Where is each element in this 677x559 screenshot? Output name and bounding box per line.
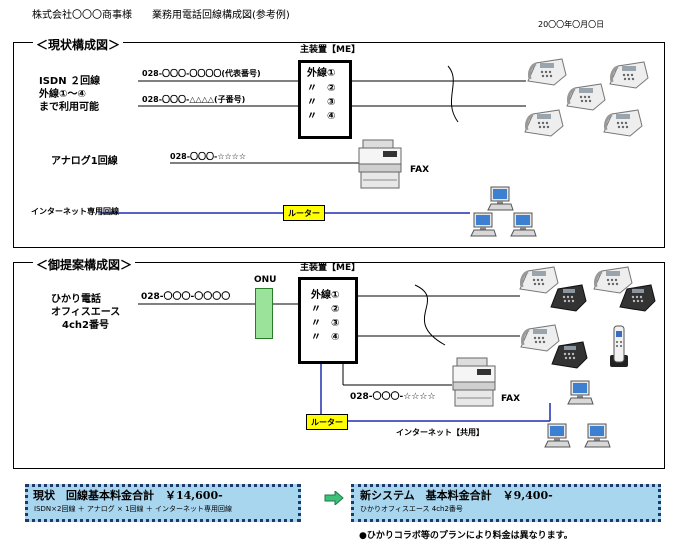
line2-number: 028-〇〇〇-△△△△(子番号) xyxy=(142,95,246,104)
current-ext-3: 〃 ③ xyxy=(307,97,336,108)
document-date: 20〇〇年〇月〇日 xyxy=(538,20,605,29)
isdn-label-1: ISDN ２回線 xyxy=(39,76,101,87)
cordless-phone-icon xyxy=(610,325,628,367)
proposal-ext-4: 〃 ④ xyxy=(311,332,340,343)
current-ext-1: 外線① xyxy=(307,68,336,79)
current-cost-box xyxy=(25,484,301,522)
proposal-fax-label: FAX xyxy=(501,394,521,404)
proposal-ext-1: 外線① xyxy=(311,290,340,301)
current-main-unit-label: 主装置【ME】 xyxy=(300,45,361,55)
proposal-ext-3: 〃 ③ xyxy=(311,318,340,329)
current-cost-title: 現状 回線基本料金合計 ￥14,600- xyxy=(33,489,223,502)
current-section-title: ＜現状構成図＞ xyxy=(33,36,124,53)
proposal-number: 028-〇〇〇-〇〇〇〇 xyxy=(141,292,231,302)
document-title: 株式会社〇〇〇商事様 業務用電話回線構成図(参考例) xyxy=(32,10,290,21)
pc-icon xyxy=(582,423,612,449)
proposal-ext-2: 〃 ② xyxy=(311,304,340,315)
proposal-main-unit xyxy=(298,277,358,364)
phone-icon xyxy=(617,283,657,313)
proposal-router: ルーター xyxy=(306,414,348,430)
current-fax-label: FAX xyxy=(410,165,430,175)
line1-number: 028-〇〇〇-〇〇〇〇(代表番号) xyxy=(142,69,261,78)
current-ext-2: 〃 ② xyxy=(307,83,336,94)
hikari-label-3: 4ch2番号 xyxy=(62,320,109,331)
proposal-main-unit-label: 主装置【ME】 xyxy=(300,263,361,273)
current-router: ルーター xyxy=(283,205,325,221)
arrow-right-icon xyxy=(324,491,344,505)
hikari-label-1: ひかり電話 xyxy=(51,294,101,305)
shared-internet-label: インターネット【共用】 xyxy=(396,428,484,437)
new-cost-title: 新システム 基本料金合計 ￥9,400- xyxy=(360,489,553,502)
current-main-unit xyxy=(298,60,352,139)
onu-device xyxy=(255,288,273,339)
new-cost-box xyxy=(351,484,661,522)
new-cost-detail: ひかりオフィスエース 4ch2番号 xyxy=(360,505,463,513)
isdn-label-3: まで利用可能 xyxy=(39,102,99,113)
phone-icon xyxy=(548,283,588,313)
pc-icon xyxy=(542,423,572,449)
onu-label: ONU xyxy=(254,275,277,285)
footnote: ●ひかりコラボ等のプランにより料金は異なります。 xyxy=(359,531,573,541)
pc-icon xyxy=(565,380,595,406)
phone-icon xyxy=(549,340,589,370)
internet-line-label: インターネット専用回線 xyxy=(31,207,119,216)
current-cost-detail: ISDN×2回線 ＋ アナログ × 1回線 ＋ インターネット専用回線 xyxy=(34,505,232,513)
isdn-label-2: 外線①～④ xyxy=(39,89,86,100)
analog-label: アナログ1回線 xyxy=(51,156,118,167)
current-ext-4: 〃 ④ xyxy=(307,111,336,122)
hikari-label-2: オフィスエース xyxy=(51,307,121,318)
proposal-section-title: ＜御提案構成図＞ xyxy=(33,256,136,273)
fax-machine-icon xyxy=(451,356,497,408)
proposal-fax-number: 028-〇〇〇-☆☆☆☆ xyxy=(350,392,436,402)
analog-number: 028-〇〇〇-☆☆☆☆ xyxy=(170,152,247,161)
